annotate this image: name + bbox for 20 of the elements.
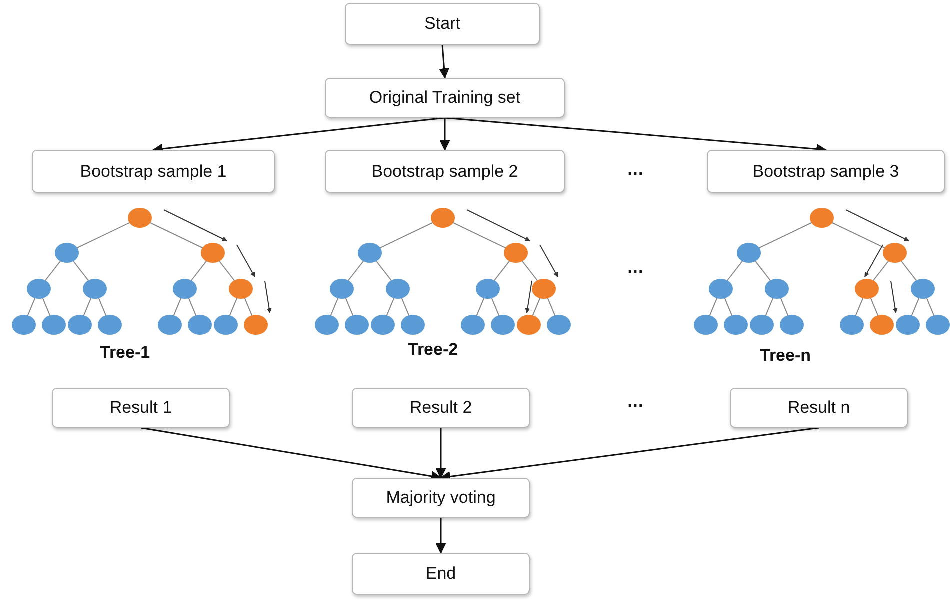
tree-label: Tree-2 [408,340,458,360]
process-box: Start [345,3,540,45]
ellipsis-text: … [627,392,644,412]
arrow [439,44,450,80]
process-box: Bootstrap sample 2 [325,150,565,193]
process-box: Bootstrap sample 3 [707,150,945,193]
arrow [436,428,446,480]
process-box: Majority voting [352,478,530,518]
tree-label: Tree-n [760,346,812,366]
process-box: Original Training set [325,78,565,118]
arrow [436,518,446,554]
process-box: Bootstrap sample 1 [32,150,275,193]
ellipsis-text: … [627,258,644,278]
tree-label: Tree-1 [100,343,150,363]
process-box: Result n [730,388,908,428]
process-box: Result 2 [352,388,530,428]
ellipsis-text: … [627,160,644,180]
arrow [440,118,450,152]
process-box: End [352,553,530,595]
process-box: Result 1 [52,388,230,428]
